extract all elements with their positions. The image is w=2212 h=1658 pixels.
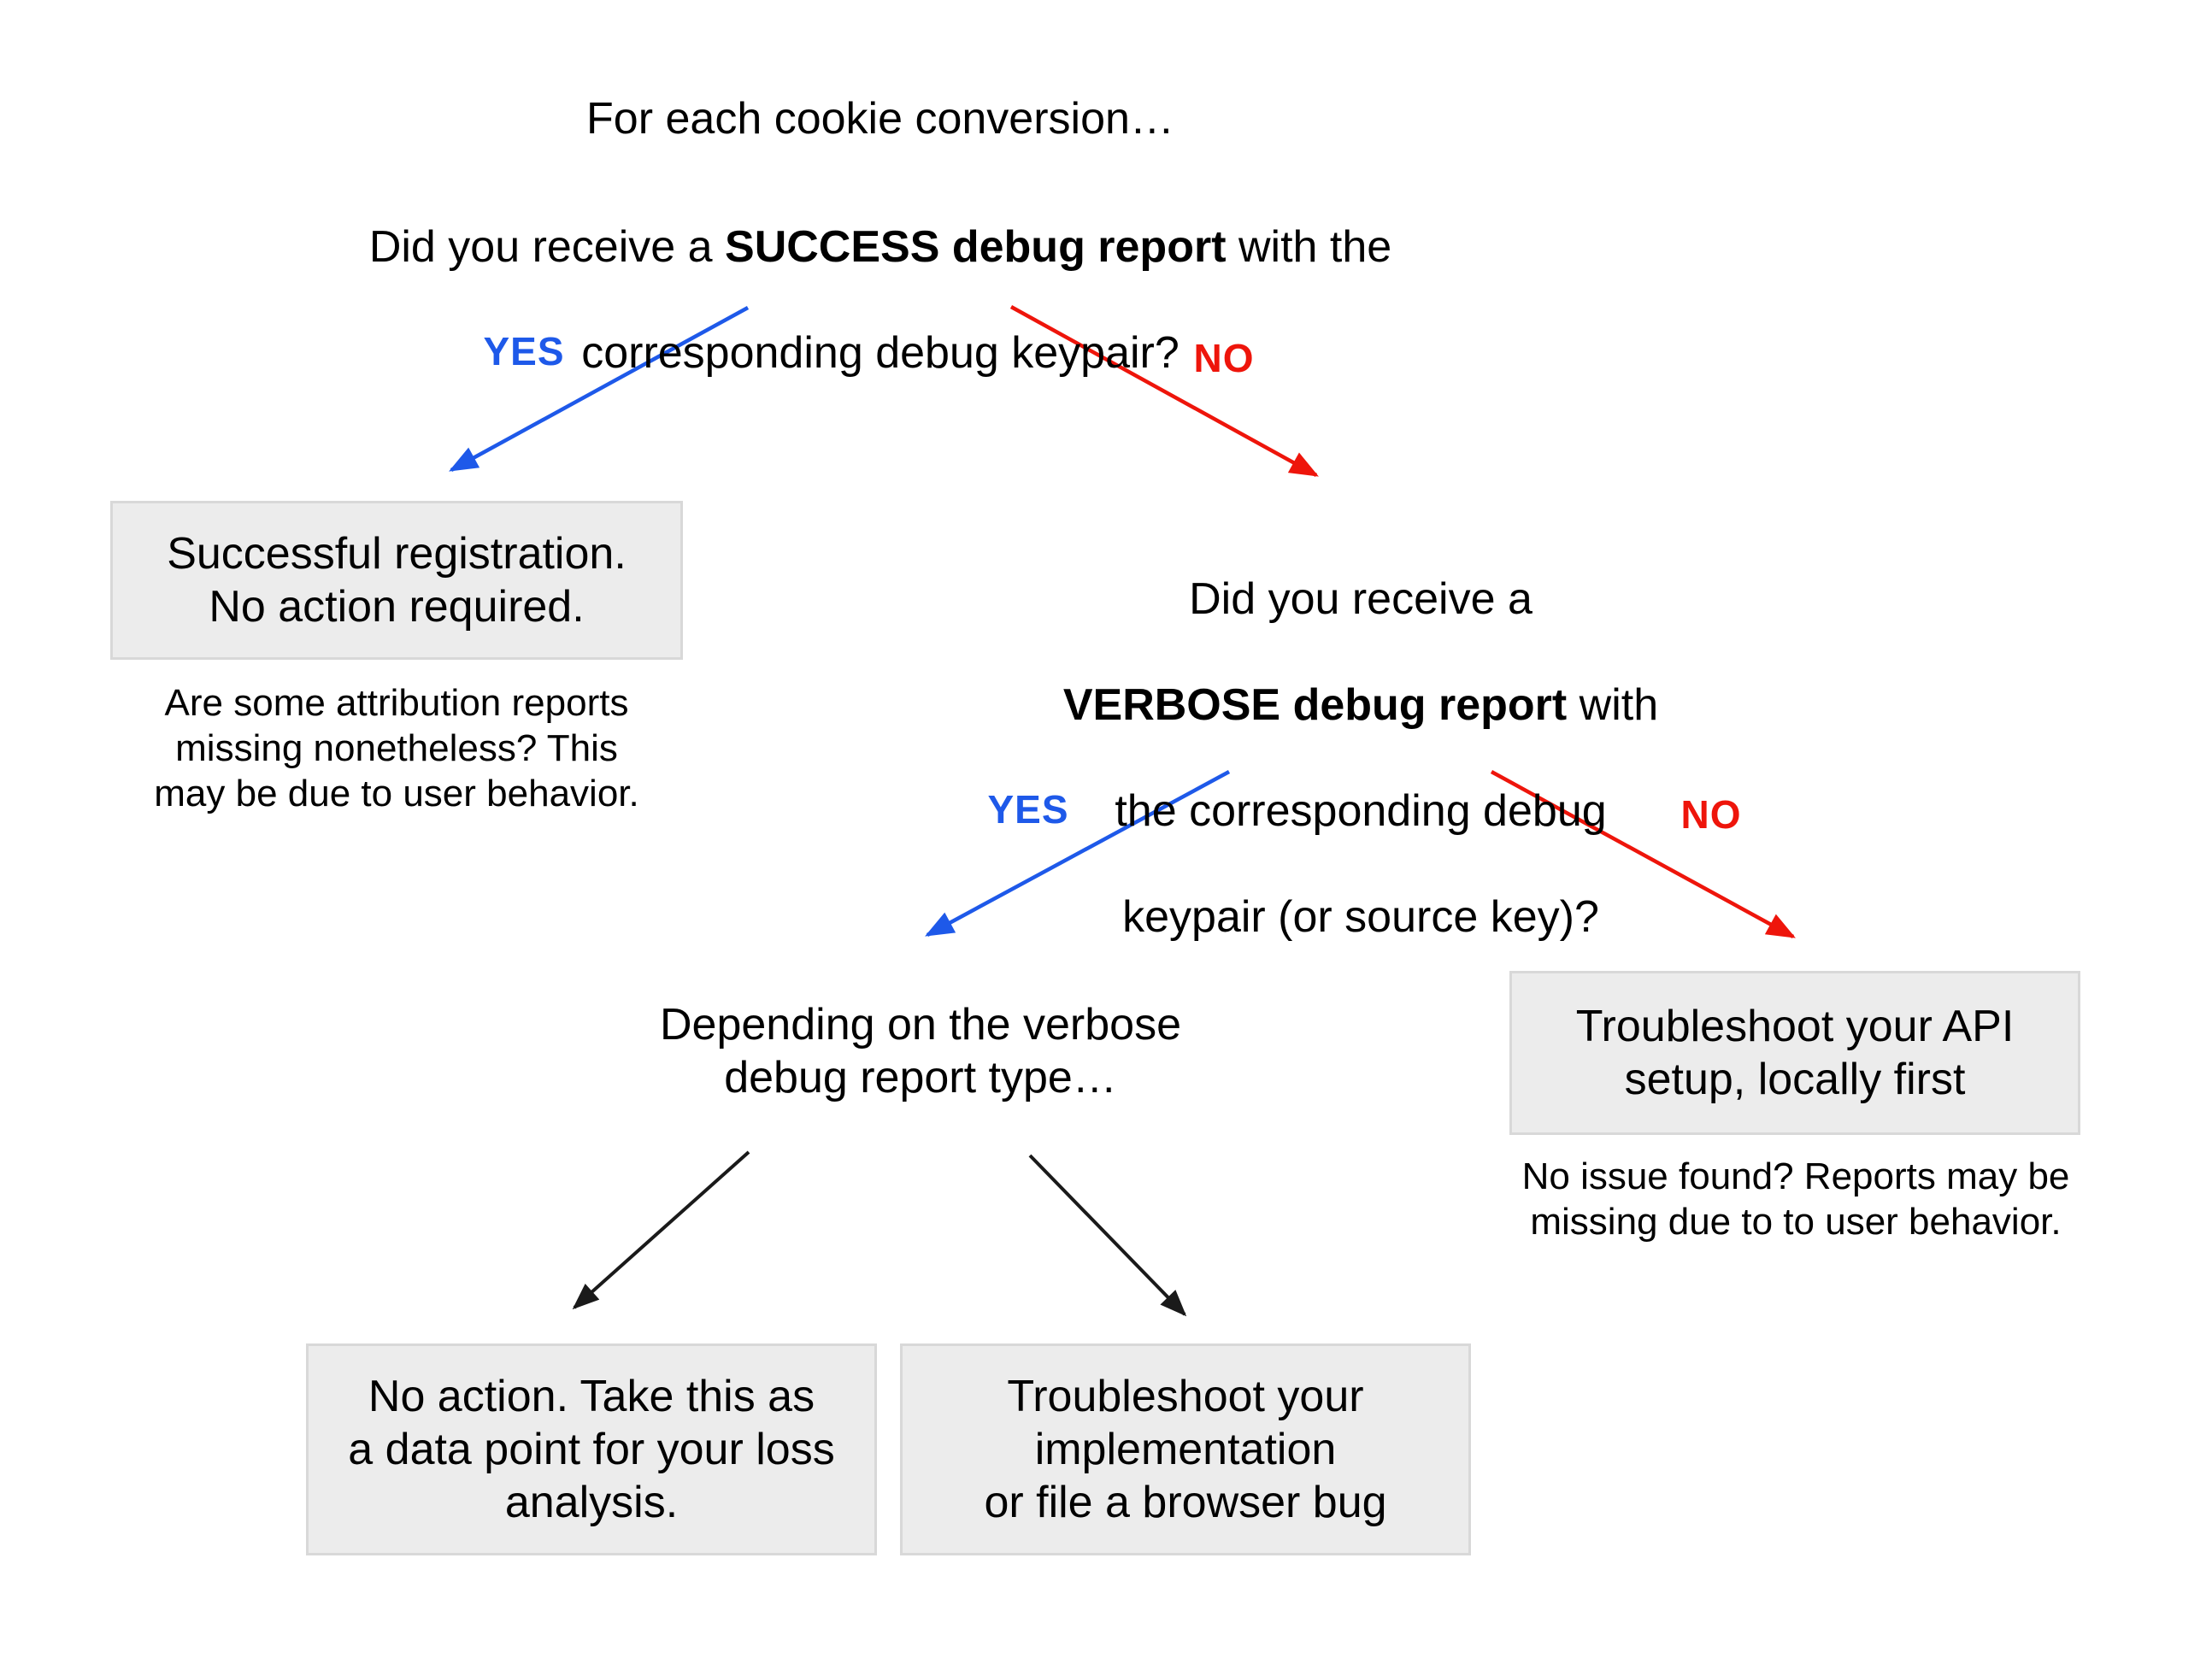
branch2-yes-label: YES (987, 787, 1069, 832)
depending-text: Depending on the verbose debug report ty… (659, 1000, 1181, 1102)
question-success-line2: corresponding debug keypair? (581, 328, 1180, 378)
troubleshoot-implementation-box: Troubleshoot your implementation or file… (900, 1343, 1471, 1555)
success-registration-box: Successful registration. No action requi… (110, 501, 683, 660)
api-note: No issue found? Reports may be missing d… (1521, 1155, 2070, 1243)
question-success-report: Did you receive a SUCCESS debug report w… (239, 168, 1521, 432)
success-note: Are some attribution reports missing non… (154, 682, 639, 814)
question-success-prefix: Did you receive a (368, 222, 726, 272)
question-verbose-line2: VERBOSE debug report with (1019, 679, 1703, 732)
question-verbose-line3: the corresponding debug (1115, 786, 1607, 836)
arrow-to-loss-box (572, 1150, 750, 1310)
troubleshoot-api-box: Troubleshoot your API setup, locally fir… (1509, 971, 2080, 1135)
question-verbose-report: Did you receive a VERBOSE debug report w… (1019, 520, 1703, 997)
question-verbose-line1: Did you receive a (1189, 574, 1533, 624)
branch2-no-label: NO (1680, 792, 1742, 837)
question-success-suffix: with the (1226, 222, 1392, 272)
question-verbose-line4: keypair (or source key)? (1122, 892, 1599, 942)
question-verbose-suffix: with (1567, 680, 1659, 730)
question-success-bold: SUCCESS debug report (725, 222, 1227, 272)
branch1-yes-label: YES (483, 329, 565, 373)
question-success-line1: Did you receive a SUCCESS debug report w… (239, 220, 1521, 273)
question-verbose-bold: VERBOSE debug report (1062, 680, 1568, 730)
flowchart-title: For each cookie conversion… (586, 94, 1174, 144)
arrow-to-impl-box (1028, 1154, 1187, 1317)
branch1-no-label: NO (1193, 336, 1255, 380)
no-action-loss-box: No action. Take this as a data point for… (306, 1343, 877, 1555)
